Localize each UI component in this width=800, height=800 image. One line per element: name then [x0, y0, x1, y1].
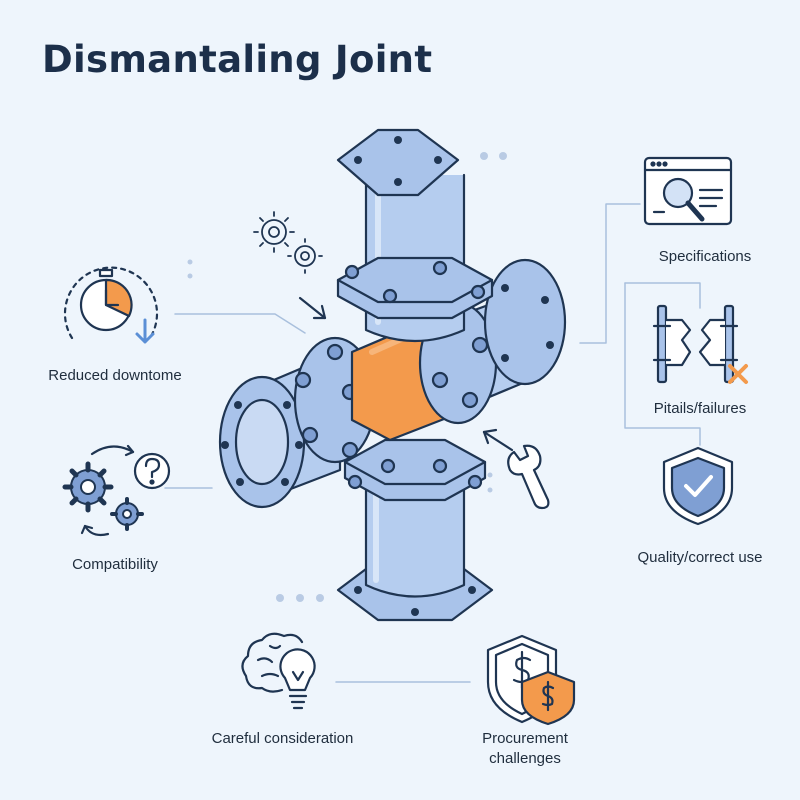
connector-lines: [164, 203, 701, 683]
wrench-icon: [507, 444, 550, 510]
compatibility-icon: [62, 444, 171, 537]
label-reduced-downtime: Reduced downtome: [48, 367, 182, 384]
page-title: Dismantaling Joint: [42, 38, 433, 81]
gears-icon: [253, 211, 323, 274]
dismantling-joint-illustration: [218, 128, 567, 622]
broken-flange-icon: [652, 304, 748, 384]
question-icon: [133, 452, 171, 490]
label-specifications: Specifications: [658, 248, 752, 265]
gears-icon: [62, 461, 144, 531]
label-compatibility: Compatibility: [72, 556, 158, 573]
connector-pitfalls-top: [624, 282, 701, 309]
brain-lightbulb-icon: [241, 632, 316, 710]
stopwatch-icon: [63, 266, 159, 344]
label-pitfalls: Pitails/failures: [653, 400, 747, 417]
arrow-icon: [482, 428, 514, 452]
label-procurement-line1: Procurement: [482, 730, 568, 747]
arrow-icon: [298, 296, 327, 320]
shield-check-icon: [662, 446, 734, 526]
shield-dollar-icon: [486, 634, 576, 726]
connector-pitfalls-bottom: [624, 282, 701, 446]
label-procurement-line2: challenges: [489, 750, 561, 767]
top-pipe: [336, 128, 494, 343]
decorative-dots: [187, 152, 507, 602]
label-careful-consideration: Careful consideration: [211, 730, 354, 747]
connector-specifications: [579, 203, 641, 344]
label-quality: Quality/correct use: [637, 549, 763, 566]
magnifier-document-icon: [643, 156, 733, 226]
label-procurement: Procurement challenges: [455, 729, 595, 769]
bottom-pipe: [336, 438, 494, 622]
connector-reduced-downtime: [174, 313, 306, 334]
